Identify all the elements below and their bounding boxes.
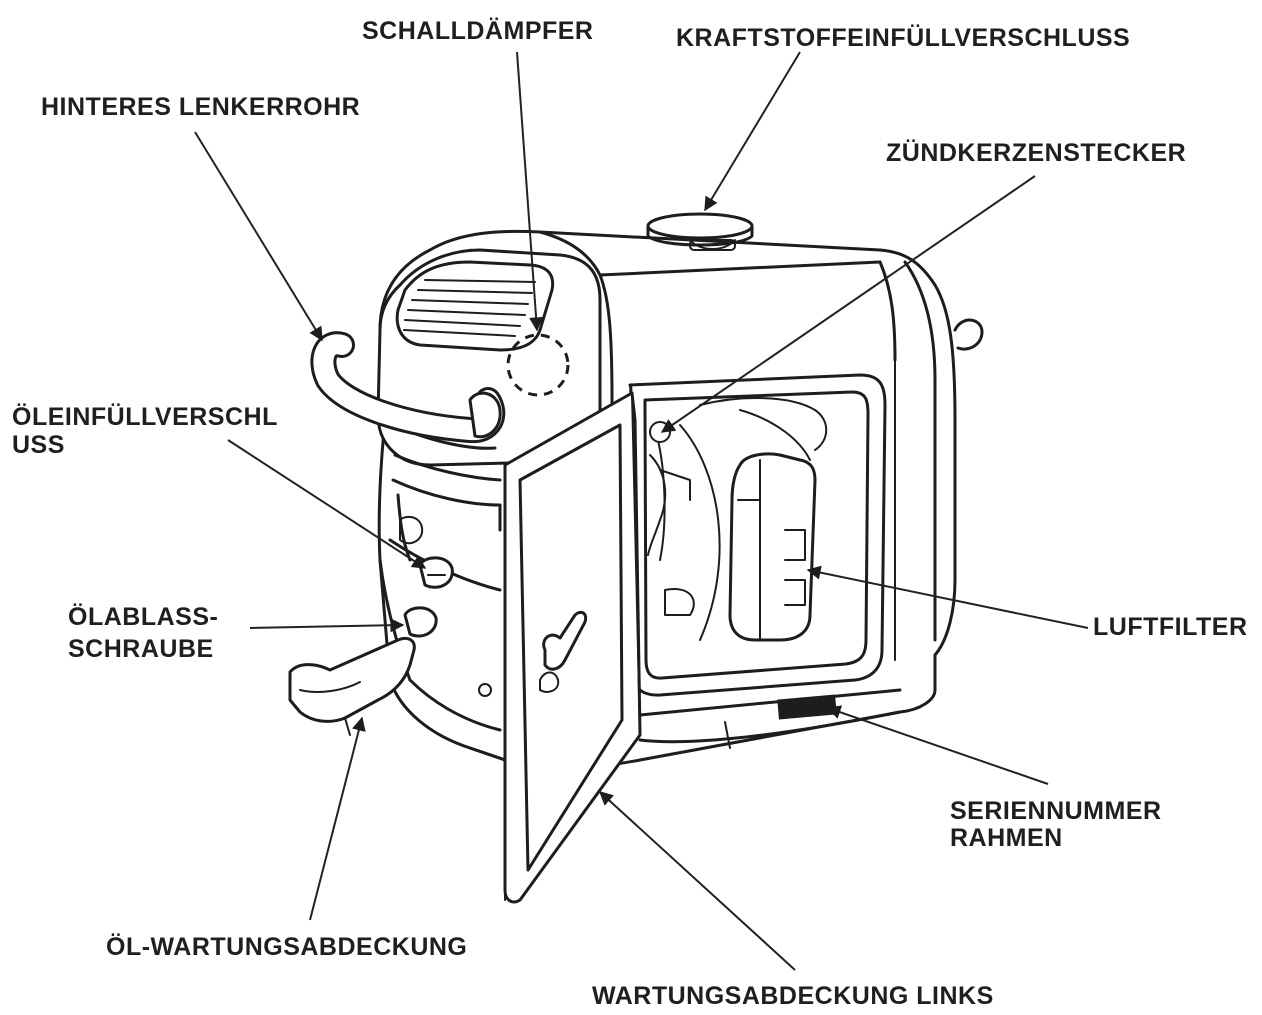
- service-opening: [628, 373, 887, 697]
- label-kraftstoffeinfuellverschluss: KRAFTSTOFFEINFÜLLVERSCHLUSS: [676, 24, 1131, 52]
- label-oeleinfuellverschluss-line1: ÖLEINFÜLLVERSCHL: [12, 403, 278, 431]
- label-oelablassschraube-line1: ÖLABLASS-: [68, 603, 219, 631]
- leader-lines: [194, 51, 1089, 971]
- leader-zuendkerze: [660, 175, 1036, 433]
- label-schalldaempfer: SCHALLDÄMPFER: [362, 17, 594, 45]
- label-oelablassschraube-line2: SCHRAUBE: [68, 635, 214, 663]
- leader-seriennummer: [826, 705, 1049, 785]
- leader-oelablass: [249, 618, 405, 633]
- label-wartungsabdeckung-links: WARTUNGSABDECKUNG LINKS: [592, 982, 994, 1010]
- left-service-door: [503, 391, 642, 904]
- label-hinteres-lenkerrohr: HINTERES LENKERROHR: [41, 93, 361, 121]
- serial-number-plate: [777, 694, 837, 720]
- label-luftfilter: LUFTFILTER: [1093, 613, 1248, 641]
- oil-service-area: [288, 515, 507, 762]
- label-oel-wartungsabdeckung: ÖL-WARTUNGSABDECKUNG: [106, 933, 468, 961]
- leader-kraftstoff: [704, 51, 801, 212]
- leader-oel-wartung: [309, 716, 366, 921]
- muffler-dashed-circle: [506, 333, 570, 397]
- leader-schalldaempfer: [516, 51, 544, 332]
- leader-lenkerrohr: [194, 131, 323, 342]
- rear-handle-tube: [310, 331, 506, 444]
- label-oeleinfuellverschluss-line2: USS: [12, 431, 65, 459]
- label-seriennummer-line2: RAHMEN: [950, 824, 1063, 852]
- label-zuendkerzenstecker: ZÜNDKERZENSTECKER: [886, 139, 1187, 167]
- label-seriennummer-line1: SERIENNUMMER: [950, 797, 1162, 825]
- leader-luftfilter: [806, 565, 1089, 629]
- leader-wartung-links: [598, 791, 796, 971]
- leader-oeleinfuell: [227, 439, 427, 569]
